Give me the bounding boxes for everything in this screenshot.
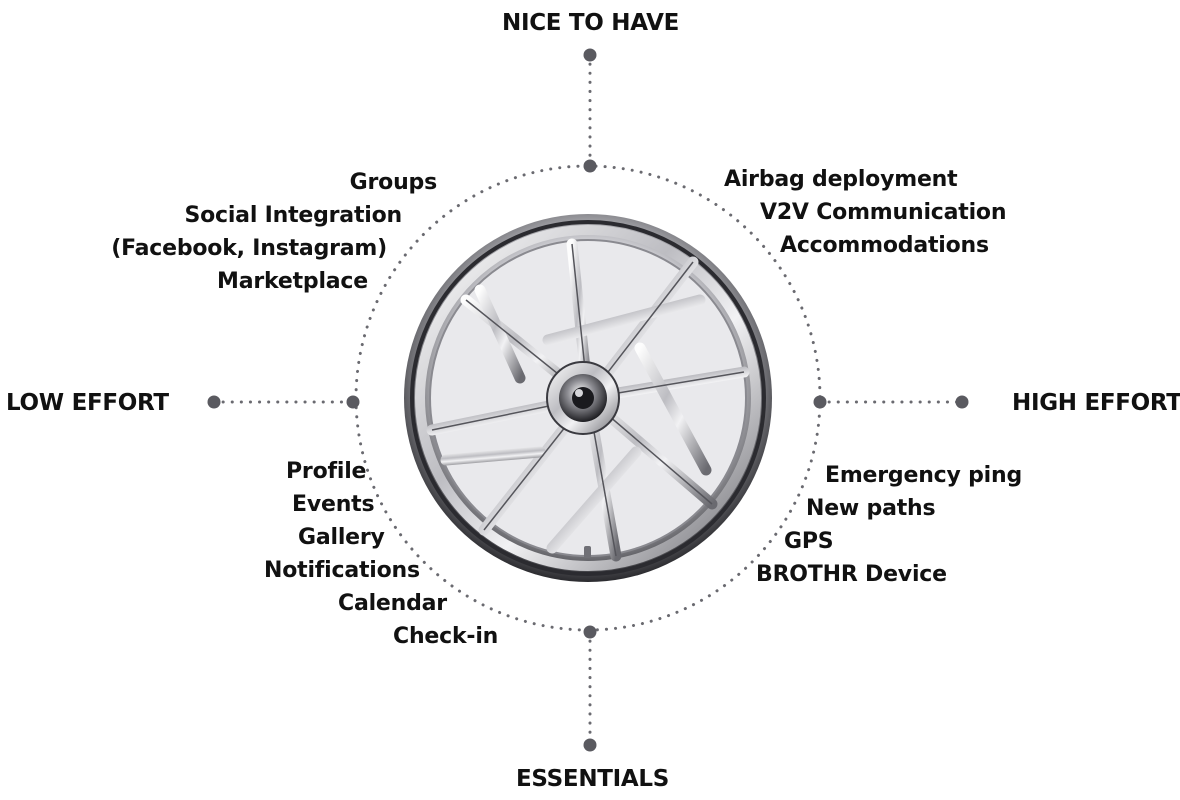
dot-bottom-outer	[583, 738, 597, 752]
feature-item: Airbag deployment	[724, 167, 958, 192]
quadrant-bottom-left: Profile Events Gallery Notifications Cal…	[264, 455, 524, 653]
quadrant-top-right: Airbag deployment V2V Communication Acco…	[724, 163, 1044, 262]
axis-label-right: HIGH EFFORT	[1012, 390, 1180, 416]
feature-item: GPS	[784, 529, 834, 554]
motorcycle-wheel-icon	[404, 214, 772, 582]
dot-right-inner	[813, 395, 827, 409]
feature-item: V2V Communication	[760, 200, 1007, 225]
feature-item: (Facebook, Instagram)	[111, 236, 387, 261]
dot-left-outer	[207, 395, 221, 409]
dot-left-inner	[346, 395, 360, 409]
quadrant-bottom-right: Emergency ping New paths GPS BROTHR Devi…	[756, 459, 1026, 591]
feature-item: Events	[292, 492, 375, 517]
quadrant-top-left: Groups Social Integration (Facebook, Ins…	[100, 166, 440, 298]
dot-top-inner	[583, 159, 597, 173]
axis-label-top: NICE TO HAVE	[502, 10, 680, 36]
feature-item: Marketplace	[217, 269, 368, 294]
dot-right-outer	[955, 395, 969, 409]
dot-top-outer	[583, 48, 597, 62]
feature-item: Groups	[349, 170, 438, 195]
feature-item: BROTHR Device	[756, 562, 947, 587]
axis-label-left: LOW EFFORT	[6, 390, 169, 416]
feature-item: Gallery	[298, 525, 385, 550]
axis-label-bottom: ESSENTIALS	[516, 766, 670, 792]
feature-item: Profile	[286, 459, 367, 484]
feature-item: Check-in	[393, 624, 499, 649]
feature-item: Calendar	[338, 591, 447, 616]
feature-item: Notifications	[264, 558, 420, 583]
feature-item: Social Integration	[184, 203, 402, 228]
dot-bottom-inner	[583, 625, 597, 639]
feature-item: Emergency ping	[825, 463, 1022, 488]
feature-item: Accommodations	[780, 233, 989, 258]
feature-item: New paths	[806, 496, 936, 521]
